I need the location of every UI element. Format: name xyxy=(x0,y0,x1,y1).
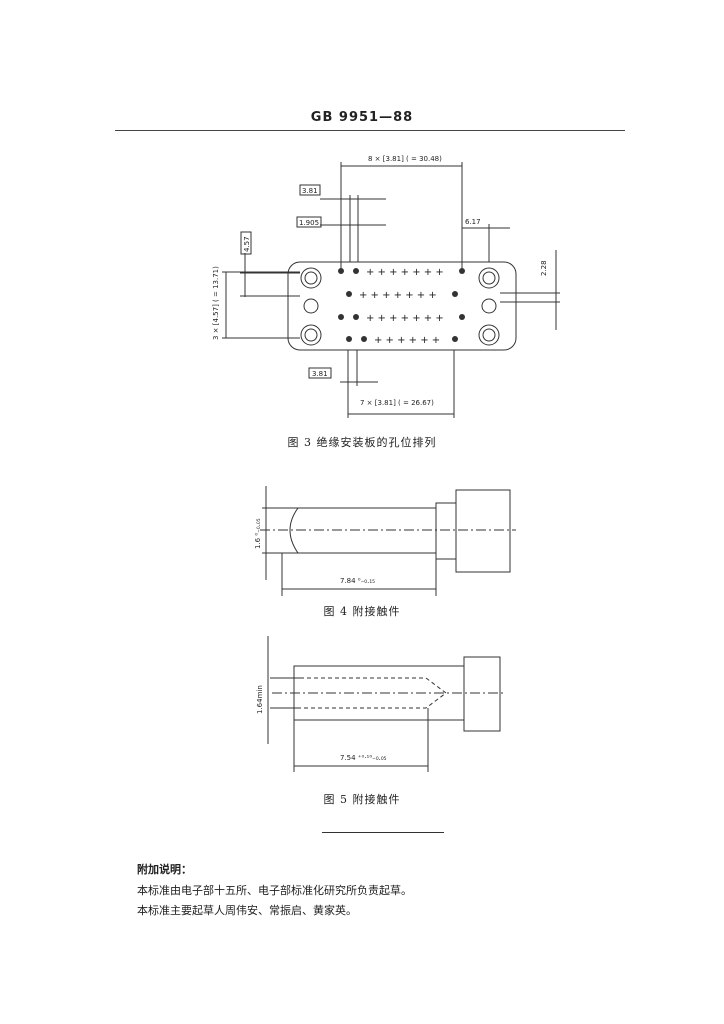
notes-line-1: 本标准由电子部十五所、电子部标准化研究所负责起草。 xyxy=(137,884,412,897)
middle-hole xyxy=(303,298,319,314)
middle-hole xyxy=(481,298,497,314)
hole-row-3: + + + + + + + xyxy=(338,313,465,324)
dim-left: 3 × [4.57] ( = 13.71) xyxy=(212,266,220,340)
standard-number: GB 9951—88 xyxy=(310,110,414,125)
dim-381-b: 3.81 xyxy=(312,370,328,378)
end-rule xyxy=(322,832,444,833)
dim-1905: 1.905 xyxy=(299,219,319,227)
svg-text:+ + + + + + +: + + + + + + + xyxy=(359,290,437,301)
corner-hole xyxy=(478,324,500,346)
dim-top: 8 × [3.81] ( = 30.48) xyxy=(368,155,442,163)
figure-4-caption: 图 4 附接触件 xyxy=(323,605,401,618)
dim-617: 6.17 xyxy=(465,218,481,226)
notes-title: 附加说明： xyxy=(137,863,192,876)
dim-457: 4.57 xyxy=(243,236,251,252)
header-rule xyxy=(115,130,625,131)
dim-bottom: 7 × [3.81] ( = 26.67) xyxy=(360,399,434,407)
svg-text:+ + + + + + +: + + + + + + + xyxy=(366,313,444,324)
corner-hole xyxy=(300,267,322,289)
corner-hole xyxy=(478,267,500,289)
figure-5-caption: 图 5 附接触件 xyxy=(323,793,401,806)
figure-3-caption: 图 3 绝缘安装板的孔位排列 xyxy=(287,436,437,449)
dim-381-a: 3.81 xyxy=(302,187,318,195)
corner-hole xyxy=(300,324,322,346)
svg-text:+ + + + + +: + + + + + + xyxy=(374,335,440,346)
hole-row-1: + + + + + + + xyxy=(338,267,465,278)
hole-row-2: + + + + + + + xyxy=(346,290,458,301)
dim-228: 2.28 xyxy=(540,260,548,276)
notes-line-2: 本标准主要起草人周伟安、常振启、黄家英。 xyxy=(137,904,357,917)
hole-row-4: + + + + + + xyxy=(346,335,458,346)
svg-text:+ + + + + + +: + + + + + + + xyxy=(366,267,444,278)
mounting-plate xyxy=(287,261,517,351)
